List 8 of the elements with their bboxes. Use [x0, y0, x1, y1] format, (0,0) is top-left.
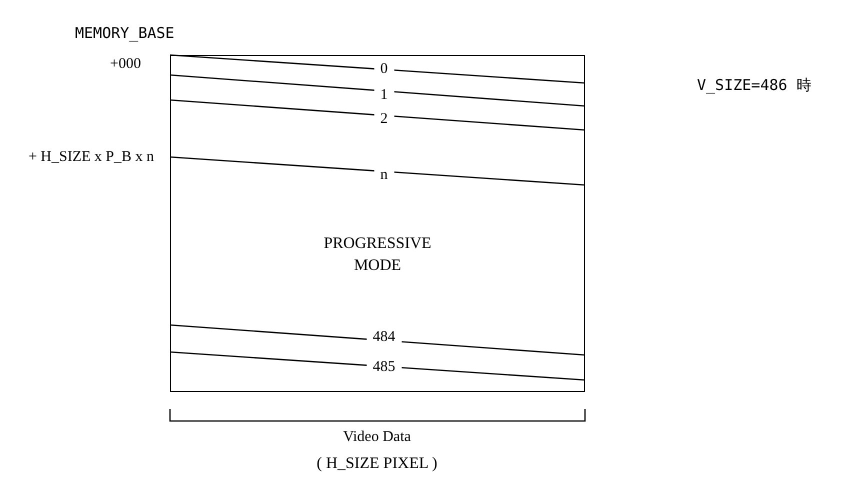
offset-label: +000 [110, 55, 141, 73]
axis-caption: Video Data [343, 428, 411, 446]
mode-label: PROGRESSIVE MODE [322, 234, 432, 276]
memory-frame-box [170, 55, 585, 392]
base-address-label: MEMORY_BASE [75, 24, 174, 42]
size-note: V_SIZE=486 時 [697, 76, 812, 94]
axis-caption: ( H_SIZE PIXEL ) [316, 455, 438, 473]
offset-label: + H_SIZE x P_B x n [27, 148, 154, 166]
